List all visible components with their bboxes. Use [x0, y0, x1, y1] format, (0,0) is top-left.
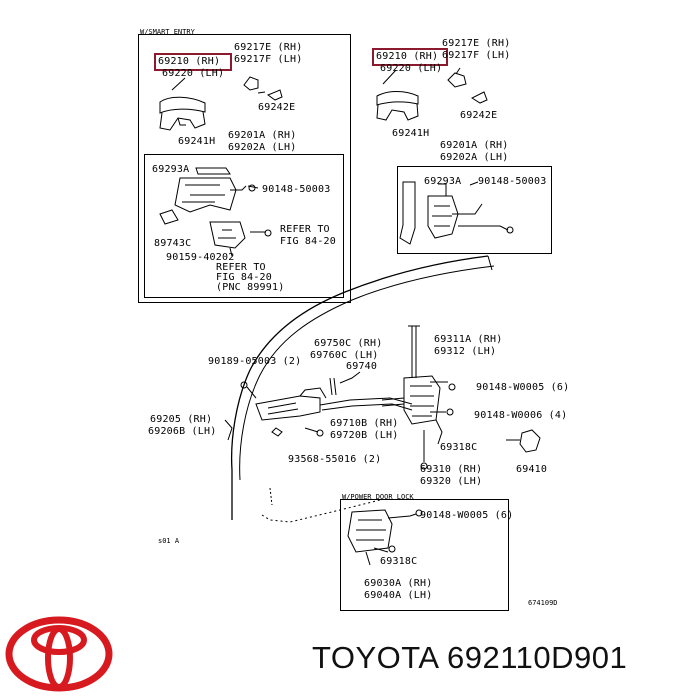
- smart-entry-caption: W/SMART ENTRY: [140, 28, 195, 36]
- power-door-lock-box: [340, 499, 509, 611]
- label-69217e-rh-left: 69217E (RH): [234, 42, 303, 53]
- label-69320-lh: 69320 (LH): [420, 476, 483, 487]
- label-69720b-lh: 69720B (LH): [330, 430, 399, 441]
- right-latch-box: [397, 166, 552, 254]
- highlight-right-69210: [372, 48, 448, 66]
- label-69217f-lh-left: 69217F (LH): [234, 54, 303, 65]
- label-69293a-left: 69293A: [152, 164, 190, 175]
- label-90148-w0006: 90148-W0006 (4): [474, 410, 568, 421]
- label-69318c-lock: 69318C: [380, 556, 418, 567]
- label-69217f-lh-right: 69217F (LH): [442, 50, 511, 61]
- label-89743c-left: 89743C: [154, 238, 192, 249]
- label-69310-rh: 69310 (RH): [420, 464, 483, 475]
- label-69740: 69740: [346, 361, 378, 372]
- label-figure-code: 674109D: [528, 599, 558, 607]
- label-69710b-rh: 69710B (RH): [330, 418, 399, 429]
- label-refer2-line1: REFER TO: [216, 262, 266, 273]
- smart-entry-inner-box: [144, 154, 344, 298]
- toyota-logo: [5, 616, 113, 692]
- label-69220-lh-left: 69220 (LH): [162, 68, 225, 79]
- label-69201a-rh-left: 69201A (RH): [228, 130, 297, 141]
- label-69040a-lh: 69040A (LH): [364, 590, 433, 601]
- label-69318c: 69318C: [440, 442, 478, 453]
- label-90148-w0005: 90148-W0005 (6): [476, 382, 570, 393]
- part-number: 692110D901: [447, 640, 628, 675]
- label-refer2-line2: FIG 84-20: [216, 272, 272, 283]
- label-69242e-left: 69242E: [258, 102, 296, 113]
- footer-caption: TOYOTA 692110D901: [312, 640, 627, 676]
- label-69312-lh: 69312 (LH): [434, 346, 497, 357]
- label-93568-55016: 93568-55016 (2): [288, 454, 382, 465]
- label-90159-40202-left: 90159-40202: [166, 252, 235, 263]
- label-90148-50003-left: 90148-50003: [262, 184, 331, 195]
- label-69201a-rh-right: 69201A (RH): [440, 140, 509, 151]
- label-69210-rh-right: 69210 (RH): [376, 51, 439, 62]
- label-69241h-right: 69241H: [392, 128, 430, 139]
- label-90148-w0005-lock: 90148-W0005 (6): [420, 510, 514, 521]
- highlight-left-69210: [154, 53, 232, 71]
- label-refer1-line2: FIG 84-20: [280, 236, 336, 247]
- label-69242e-right: 69242E: [460, 110, 498, 121]
- label-90189-05003: 90189-05003 (2): [208, 356, 302, 367]
- label-69760c-lh: 69760C (LH): [310, 350, 379, 361]
- label-69205-rh: 69205 (RH): [150, 414, 213, 425]
- label-90148-50003-right: 90148-50003: [478, 176, 547, 187]
- label-69202a-lh-right: 69202A (LH): [440, 152, 509, 163]
- label-69410: 69410: [516, 464, 548, 475]
- label-refer1-line1: REFER TO: [280, 224, 330, 235]
- brand-name: TOYOTA: [312, 640, 438, 675]
- label-69206b-lh: 69206B (LH): [148, 426, 217, 437]
- label-69030a-rh: 69030A (RH): [364, 578, 433, 589]
- label-69311a-rh: 69311A (RH): [434, 334, 503, 345]
- label-refer2-line3: (PNC 89991): [216, 282, 285, 293]
- label-69217e-rh-right: 69217E (RH): [442, 38, 511, 49]
- label-69202a-lh-left: 69202A (LH): [228, 142, 297, 153]
- label-69220-lh-right: 69220 (LH): [380, 63, 443, 74]
- label-69750c-rh: 69750C (RH): [314, 338, 383, 349]
- label-small-mark: s01 A: [158, 537, 180, 545]
- power-door-lock-caption: W/POWER DOOR LOCK: [342, 493, 414, 501]
- label-69210-rh-left: 69210 (RH): [158, 56, 221, 67]
- label-69293a-right: 69293A: [424, 176, 462, 187]
- label-69241h-left: 69241H: [178, 136, 216, 147]
- smart-entry-outer-box: [138, 34, 351, 303]
